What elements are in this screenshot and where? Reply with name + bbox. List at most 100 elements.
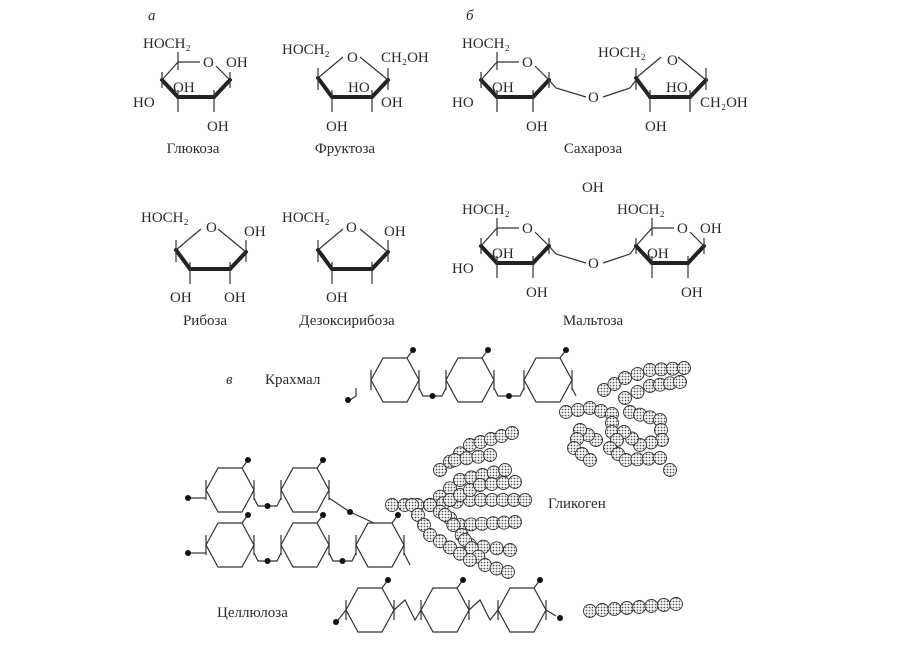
starch-bead — [571, 403, 585, 417]
deoxyribose-ring-bond — [317, 228, 344, 251]
glycogen-bead — [423, 528, 437, 542]
glycogen-glucose-unit — [280, 467, 330, 513]
cellulose-ch2oh-dot — [537, 577, 543, 583]
maltose-glycosidic-oxygen: O — [588, 256, 599, 272]
sucrose-fructose-ring-front-bond — [634, 76, 652, 99]
cellulose-bead — [656, 598, 671, 612]
glycogen-ch2oh-dot — [245, 457, 251, 463]
glycogen-bead — [489, 561, 504, 576]
maltose-a-ch2oh: HOCH₂ — [462, 202, 510, 218]
fructose-name: Фруктоза — [315, 141, 376, 157]
sucrose-fructose-ring-front-bond — [688, 78, 708, 99]
glycogen-ch2oh-dot — [320, 512, 326, 518]
sucrose-glycosidic-bond — [602, 79, 637, 98]
glucose-ring-oxygen: O — [203, 55, 214, 71]
maltose-a-ring-oxygen: O — [522, 221, 533, 237]
glucose-oh-c2: OH — [207, 119, 229, 135]
glycogen-bead — [433, 463, 447, 477]
glycogen-ch2oh-dot — [395, 512, 401, 518]
ribose-ch2oh-label: HOCH₂ — [141, 210, 189, 226]
sucrose-glc-ch2oh: HOCH₂ — [462, 36, 510, 52]
cellulose-end — [545, 609, 557, 617]
glycogen-ch2oh-dot — [245, 512, 251, 518]
cellulose-ch2oh-dot — [385, 577, 391, 583]
glycogen-bead — [448, 453, 462, 467]
section-label-b: б — [466, 8, 474, 24]
glycogen-bead — [508, 515, 522, 529]
maltose-b-oh-right: OH — [700, 221, 722, 237]
sucrose-glc-oh-inner: OH — [492, 80, 514, 96]
sucrose-fru-ch2oh-right: CH₂OH — [700, 95, 748, 111]
starch-bead — [618, 371, 632, 385]
glycogen-end — [403, 552, 411, 566]
glycogen-glucose-unit — [205, 522, 255, 568]
starch-bead — [618, 391, 632, 405]
deoxyribose-ring-front-bond — [370, 250, 390, 271]
maltose-a-oh-inner: OH — [492, 246, 514, 262]
maltose-glucose-b-ring-bond — [635, 227, 674, 247]
cellulose-bead — [607, 602, 622, 616]
ribose-ring-front-bond — [174, 248, 192, 271]
fructose-oh-right: OH — [381, 95, 403, 111]
starch-link-oxygen-dot — [429, 393, 436, 399]
deoxyribose-oh-bottom: OH — [326, 290, 348, 306]
maltose-glucose-b-ring-front-bond — [686, 244, 706, 265]
cellulose-label: Целлюлоза — [217, 605, 288, 621]
maltose-b-ring-oxygen: O — [677, 221, 688, 237]
maltose-glucose-a-ring-front-bond — [479, 244, 499, 265]
sucrose-glucose-ring-bond — [534, 65, 550, 81]
sucrose-fru-ch2oh: HOCH₂ — [598, 45, 646, 61]
cellulose-bead — [619, 601, 634, 615]
deoxyribose-name: Дезоксирибоза — [299, 313, 395, 329]
fructose-oh-bottom: OH — [326, 119, 348, 135]
glycogen-bead — [486, 465, 501, 480]
glycogen-end-dot — [185, 495, 191, 501]
glycogen-bead — [505, 426, 519, 440]
glycogen-bead — [508, 475, 522, 489]
glycogen-bead — [443, 540, 457, 555]
maltose-a-ho-left: HO — [452, 261, 474, 277]
cellulose-glucose-unit — [420, 587, 470, 633]
glycogen-label: Гликоген — [548, 496, 606, 512]
starch-glucose-unit — [370, 357, 420, 403]
sucrose-fru-ring-oxygen: O — [667, 53, 678, 69]
sucrose-structure: HOCH₂ O OH HO OH O HOCH₂ O HO CH₂OH OH С… — [452, 36, 748, 157]
glucose-ring-front-bond — [160, 78, 180, 99]
glycogen-branch-dot — [347, 509, 353, 515]
glycogen-link-oxygen-dot — [264, 558, 271, 564]
fructose-ring-front-bond — [370, 78, 390, 99]
glycogen-bead — [518, 493, 532, 507]
sucrose-name: Сахароза — [564, 141, 623, 157]
maltose-b-ch2oh: HOCH₂ — [617, 202, 665, 218]
ribose-oh-right: OH — [244, 224, 266, 240]
starch-label: Крахмал — [265, 372, 321, 388]
starch-bead — [663, 463, 677, 477]
section-label-a: а — [148, 8, 156, 24]
maltose-glucose-a-ring-bond — [480, 227, 519, 247]
glycogen-bead — [484, 477, 499, 491]
glycogen-bead — [498, 463, 512, 477]
maltose-glucose-a-ring-bond — [534, 231, 550, 247]
glycogen-bead — [478, 558, 492, 572]
glycogen-glucose-unit — [355, 522, 405, 568]
fructose-ho-inner: HO — [348, 80, 370, 96]
deoxyribose-ch2oh-label: HOCH₂ — [282, 210, 330, 226]
ribose-structure: HOCH₂ O OH OH OH Рибоза — [141, 210, 266, 329]
glycogen-bead — [473, 478, 487, 492]
maltose-glucose-b-ring-front-bond — [634, 244, 654, 265]
glycogen-bead — [459, 451, 474, 466]
glucose-structure: HOCH₂ O OH OH HO OH Глюкоза — [133, 36, 248, 157]
glucose-name: Глюкоза — [167, 141, 220, 157]
starch-bead — [673, 375, 687, 389]
glycogen-bead — [489, 541, 504, 556]
ribose-ring-front-bond — [228, 250, 248, 271]
starch-bead — [677, 361, 691, 375]
sucrose-glc-ho-left: HO — [452, 95, 474, 111]
cellulose-end — [337, 609, 347, 621]
ribose-ring-oxygen: O — [206, 220, 217, 236]
ribose-ring-bond — [217, 228, 247, 253]
cellulose-end-dot — [557, 615, 563, 621]
starch-bead — [630, 385, 645, 399]
glycogen-bead — [463, 553, 477, 567]
